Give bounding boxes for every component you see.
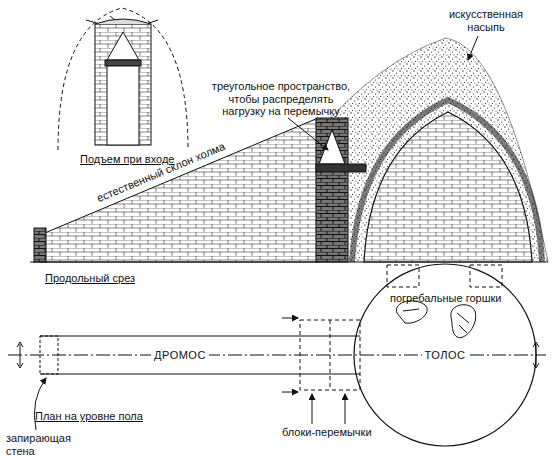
drawing-stroke xyxy=(387,265,419,287)
drawing-stroke xyxy=(330,320,331,390)
floor-plan xyxy=(8,318,546,430)
drawing-stroke xyxy=(107,32,139,60)
drawing-stroke xyxy=(95,24,151,145)
drawing-stroke xyxy=(40,374,360,375)
tholos-circle: ТОЛОС xyxy=(353,263,537,447)
callout-label: блоки-перемычки xyxy=(282,426,372,439)
drawing-stroke xyxy=(107,66,139,145)
callout-label: запирающая стена xyxy=(6,432,84,457)
drawing-stroke xyxy=(352,100,542,262)
drawing-stroke xyxy=(364,112,532,262)
drawing-stroke xyxy=(58,8,188,150)
dromos-band: ДРОМОС xyxy=(60,337,300,373)
longitudinal-section xyxy=(30,36,548,287)
drawing-stroke xyxy=(282,392,298,393)
callout-label: искусственная насыпь xyxy=(438,8,534,33)
drawing-stroke xyxy=(319,130,345,164)
drawing-stroke xyxy=(300,320,360,390)
drawing-stroke xyxy=(34,228,46,262)
drawing-stroke xyxy=(318,38,548,262)
entrance-elevation xyxy=(58,8,188,150)
view-caption: План на уровне пола xyxy=(35,410,143,423)
drawing-stroke xyxy=(17,342,23,368)
drawing-stroke xyxy=(40,336,58,374)
drawing-stroke xyxy=(288,118,328,150)
drawing-stroke xyxy=(95,19,151,24)
drawing-stroke xyxy=(34,378,46,430)
drawing-stroke xyxy=(30,262,548,263)
view-caption: Подъем при входе xyxy=(80,153,174,166)
drawing-stroke xyxy=(316,164,366,172)
view-caption: Продольный срез xyxy=(45,272,135,285)
callout-label: треугольное пространство, чтобы распреде… xyxy=(206,80,356,118)
drawing-stroke xyxy=(345,394,346,424)
callout-label: погребальные горшки xyxy=(390,292,501,305)
node-title: ТОЛОС xyxy=(422,349,469,361)
drawing-stroke xyxy=(40,118,318,262)
drawing-stroke xyxy=(470,265,502,287)
drawing-stroke xyxy=(40,336,360,337)
drawing-stroke xyxy=(86,16,158,24)
drawing-stroke xyxy=(312,394,313,424)
node-title: ДРОМОС xyxy=(151,349,209,361)
drawing-stroke xyxy=(282,318,298,319)
drawing-stroke xyxy=(468,36,478,60)
drawing-stroke xyxy=(105,60,141,66)
drawing-stroke xyxy=(316,118,348,262)
drawing-stroke xyxy=(318,38,548,262)
